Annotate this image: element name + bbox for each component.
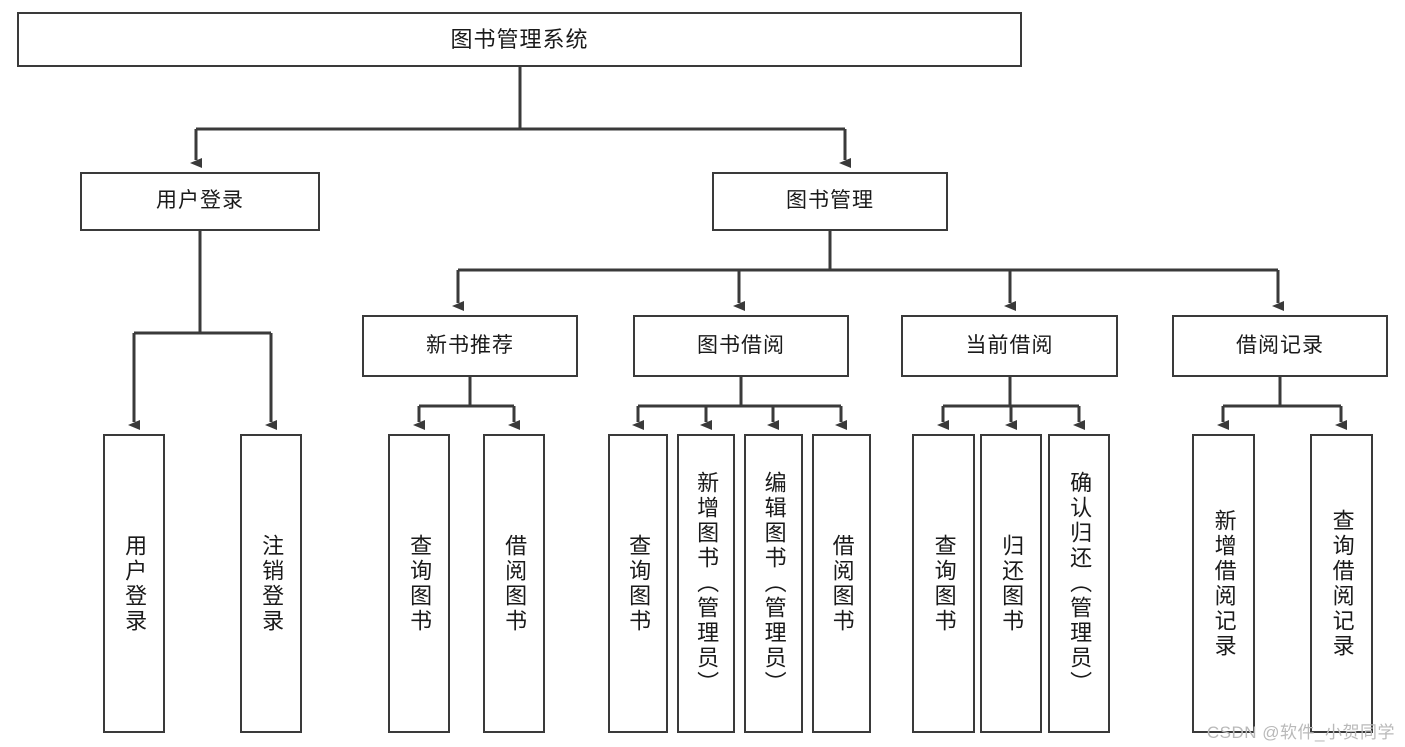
node-leaf-user-logout-label: 注销登录: [259, 533, 285, 634]
edge-group-root: [190, 67, 851, 168]
node-leaf-add-book-label: 新增图书（管理员）: [694, 471, 720, 696]
node-root[interactable]: 图书管理系统: [17, 12, 1022, 67]
node-leaf-query-borrow-record[interactable]: 查询借阅记录: [1310, 434, 1373, 733]
edge-group-book-borrow: [632, 377, 847, 430]
node-root-label: 图书管理系统: [450, 26, 589, 52]
node-borrow-record-label: 借阅记录: [1236, 333, 1324, 357]
node-leaf-user-login-label: 用户登录: [122, 533, 148, 634]
node-leaf-query-borrow-record-label: 查询借阅记录: [1329, 508, 1355, 659]
node-leaf-borrow-book-1-label: 借阅图书: [502, 533, 528, 634]
node-leaf-user-login[interactable]: 用户登录: [103, 434, 165, 733]
node-leaf-query-book-3[interactable]: 查询图书: [912, 434, 975, 733]
node-leaf-query-book-2-label: 查询图书: [626, 533, 652, 634]
node-leaf-user-logout[interactable]: 注销登录: [240, 434, 302, 733]
node-leaf-borrow-book-2[interactable]: 借阅图书: [812, 434, 871, 733]
node-leaf-add-borrow-record[interactable]: 新增借阅记录: [1192, 434, 1255, 733]
node-current-borrow-label: 当前借阅: [965, 333, 1054, 357]
node-new-book-recommend[interactable]: 新书推荐: [362, 315, 578, 377]
node-leaf-borrow-book-2-label: 借阅图书: [829, 533, 855, 634]
node-leaf-confirm-return-label: 确认归还（管理员）: [1067, 471, 1093, 696]
node-leaf-edit-book[interactable]: 编辑图书（管理员）: [744, 434, 803, 733]
node-book-management-label: 图书管理: [786, 189, 874, 213]
edge-group-borrow-record: [1217, 377, 1347, 430]
node-book-management[interactable]: 图书管理: [712, 172, 948, 231]
node-leaf-query-book-1-label: 查询图书: [407, 533, 433, 634]
node-leaf-query-book-3-label: 查询图书: [931, 533, 957, 634]
node-leaf-return-book[interactable]: 归还图书: [980, 434, 1042, 733]
node-current-borrow[interactable]: 当前借阅: [901, 315, 1118, 377]
edge-group-user-login: [128, 231, 277, 430]
edge-group-current-borrow: [937, 377, 1085, 430]
node-leaf-add-borrow-record-label: 新增借阅记录: [1211, 508, 1237, 659]
node-leaf-return-book-label: 归还图书: [999, 533, 1025, 634]
node-leaf-confirm-return[interactable]: 确认归还（管理员）: [1048, 434, 1110, 733]
edge-group-new-book-recommend: [413, 377, 520, 430]
node-leaf-query-book-2[interactable]: 查询图书: [608, 434, 668, 733]
node-borrow-record[interactable]: 借阅记录: [1172, 315, 1388, 377]
node-book-borrow-label: 图书借阅: [697, 333, 785, 357]
node-user-login-label: 用户登录: [156, 189, 244, 213]
node-user-login[interactable]: 用户登录: [80, 172, 320, 231]
node-leaf-query-book-1[interactable]: 查询图书: [388, 434, 450, 733]
edge-group-book-management: [452, 231, 1284, 311]
node-leaf-edit-book-label: 编辑图书（管理员）: [761, 471, 787, 696]
node-book-borrow[interactable]: 图书借阅: [633, 315, 849, 377]
node-new-book-recommend-label: 新书推荐: [426, 333, 514, 357]
node-leaf-add-book[interactable]: 新增图书（管理员）: [677, 434, 735, 733]
node-leaf-borrow-book-1[interactable]: 借阅图书: [483, 434, 545, 733]
